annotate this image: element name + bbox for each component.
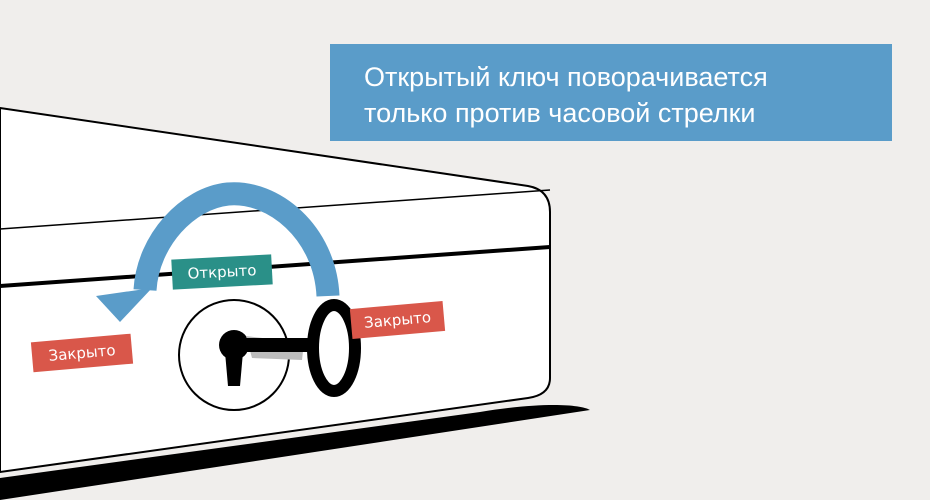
open-label: Открыто — [171, 254, 273, 290]
counterclockwise-arrow-icon — [96, 182, 340, 322]
callout-line-2: только против часовой стрелки — [364, 98, 756, 128]
key-icon — [240, 299, 361, 397]
callout-line-1: Открытый ключ поворачивается — [364, 62, 768, 92]
instruction-callout: Открытый ключ поворачивается только прот… — [330, 44, 892, 141]
keyhole-icon — [219, 330, 249, 386]
lid-seam — [0, 245, 551, 288]
safe-shadow — [0, 405, 590, 500]
